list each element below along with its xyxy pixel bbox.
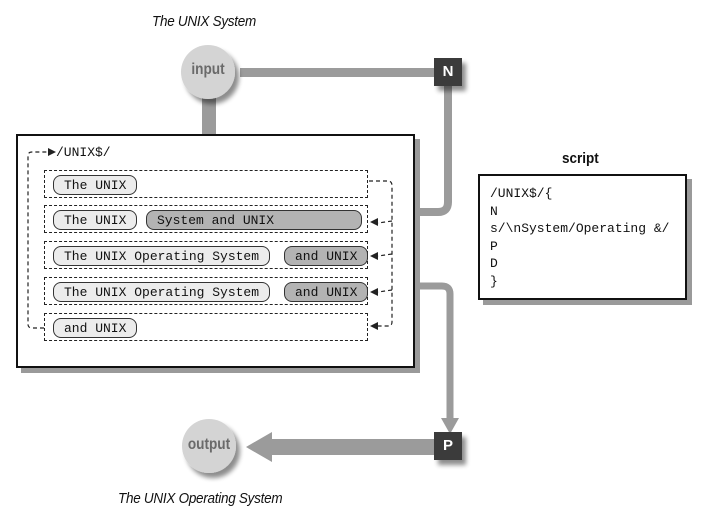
pattern-row: The UNIX System and UNIX bbox=[44, 205, 368, 233]
right-tick-2 bbox=[377, 220, 393, 224]
text-segment: The UNIX bbox=[53, 175, 138, 195]
p-command-box bbox=[434, 432, 462, 460]
script-line: P bbox=[490, 238, 498, 254]
n-append-arrow bbox=[388, 86, 452, 216]
right-tick-4 bbox=[377, 289, 393, 293]
n-command-label: N bbox=[442, 63, 454, 80]
n-command-box bbox=[434, 58, 462, 86]
input-circle bbox=[181, 45, 235, 99]
appended-segment: System and UNIX bbox=[146, 210, 362, 230]
pattern-row: The UNIX Operating System and UNIX bbox=[44, 277, 369, 305]
pattern-row: and UNIX bbox=[44, 313, 368, 341]
text-segment: The UNIX Operating System bbox=[53, 246, 271, 266]
row-to-p-arrowhead bbox=[441, 418, 459, 434]
loop-back-arrowhead bbox=[48, 148, 56, 156]
arrowhead-row-5 bbox=[370, 322, 378, 330]
arrowhead-row-3 bbox=[370, 252, 378, 260]
loop-back-line bbox=[27, 151, 52, 329]
input-label: input bbox=[191, 61, 225, 78]
right-spine-line bbox=[369, 180, 393, 327]
output-circle bbox=[182, 419, 236, 473]
pattern-row: The UNIX Operating System and UNIX bbox=[44, 241, 369, 269]
output-caption: The UNIX Operating System bbox=[118, 490, 283, 507]
row-to-p-arrow bbox=[368, 282, 454, 420]
pattern-row: The UNIX bbox=[44, 170, 368, 198]
input-to-n-line bbox=[240, 68, 435, 77]
input-caption: The UNIX System bbox=[152, 13, 256, 30]
text-segment: The UNIX bbox=[53, 210, 138, 230]
text-segment: The UNIX Operating System bbox=[53, 282, 271, 302]
address-pattern: /UNIX$/ bbox=[56, 145, 111, 160]
right-tick-3 bbox=[377, 253, 393, 257]
arrowhead-row-2 bbox=[370, 218, 378, 226]
script-title: script bbox=[562, 150, 599, 167]
script-line: } bbox=[490, 273, 498, 289]
p-to-output-arrowhead bbox=[246, 432, 272, 462]
script-line: s/\nSystem/Operating &/ bbox=[490, 221, 670, 236]
appended-segment: and UNIX bbox=[284, 246, 369, 266]
script-line: /UNIX$/{ bbox=[490, 186, 553, 201]
arrowhead-row-4 bbox=[370, 288, 378, 296]
script-box: /UNIX$/{ N s/\nSystem/Operating &/ P D } bbox=[478, 174, 687, 300]
script-line: N bbox=[490, 203, 498, 219]
p-to-output-shaft bbox=[268, 439, 434, 455]
output-label: output bbox=[187, 436, 231, 453]
script-line: D bbox=[490, 256, 498, 271]
p-command-label: P bbox=[442, 437, 453, 454]
text-segment: and UNIX bbox=[53, 318, 138, 338]
appended-segment: and UNIX bbox=[284, 282, 369, 302]
